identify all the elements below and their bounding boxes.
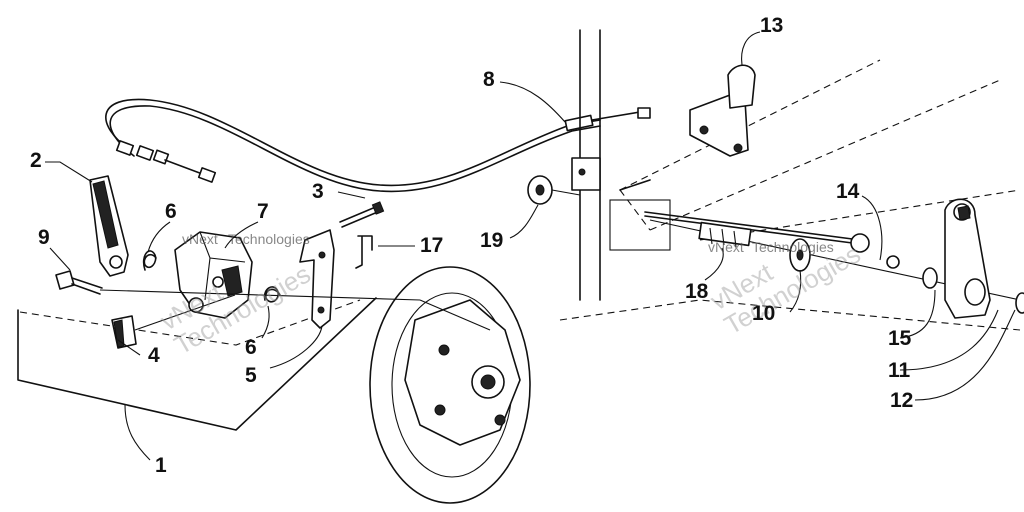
grommet xyxy=(527,175,581,205)
callout-6-upper: 6 xyxy=(165,200,177,223)
callout-5: 5 xyxy=(245,364,257,387)
callout-12: 12 xyxy=(890,389,913,412)
chassis-frame xyxy=(559,29,1021,331)
callout-8: 8 xyxy=(483,68,495,91)
lever-arm xyxy=(89,175,129,277)
callout-15: 15 xyxy=(888,327,912,350)
callout-13: 13 xyxy=(760,14,783,37)
callout-numbers: 1 2 3 4 5 6 6 7 8 9 10 11 12 13 14 15 17… xyxy=(30,14,913,477)
callout-1: 1 xyxy=(155,454,167,477)
brake-cable xyxy=(105,98,651,193)
watermark-small-left: vNext xyxy=(182,231,218,247)
callout-2: 2 xyxy=(30,149,42,172)
callout-11: 11 xyxy=(888,359,911,382)
watermark-small-left-2: Technologies xyxy=(228,231,310,247)
pedal-bracket xyxy=(689,64,756,157)
right-lever xyxy=(922,198,1024,319)
watermark-small-right-2: Technologies xyxy=(752,239,834,255)
callout-4: 4 xyxy=(148,344,160,367)
brake-bracket xyxy=(299,229,335,329)
callout-9: 9 xyxy=(38,226,50,249)
spring-lower xyxy=(263,286,281,303)
watermark-small-right: vNext xyxy=(708,239,744,255)
callout-14: 14 xyxy=(836,180,860,203)
callout-3: 3 xyxy=(312,180,324,203)
clip xyxy=(355,235,373,269)
caliper-body xyxy=(174,231,253,319)
callout-18: 18 xyxy=(685,280,709,303)
leader-lines xyxy=(45,31,1016,461)
callout-19: 19 xyxy=(480,229,503,252)
brake-disc xyxy=(369,266,531,504)
rod-assembly xyxy=(644,211,1021,301)
callout-17: 17 xyxy=(420,234,443,257)
assembly-centerline xyxy=(99,289,491,331)
callout-6-lower: 6 xyxy=(245,336,257,359)
pin xyxy=(339,201,385,228)
spring-upper xyxy=(142,250,157,271)
bolt xyxy=(55,270,103,295)
callout-7: 7 xyxy=(257,200,269,223)
callout-10: 10 xyxy=(752,302,775,325)
brake-pad xyxy=(111,315,137,349)
